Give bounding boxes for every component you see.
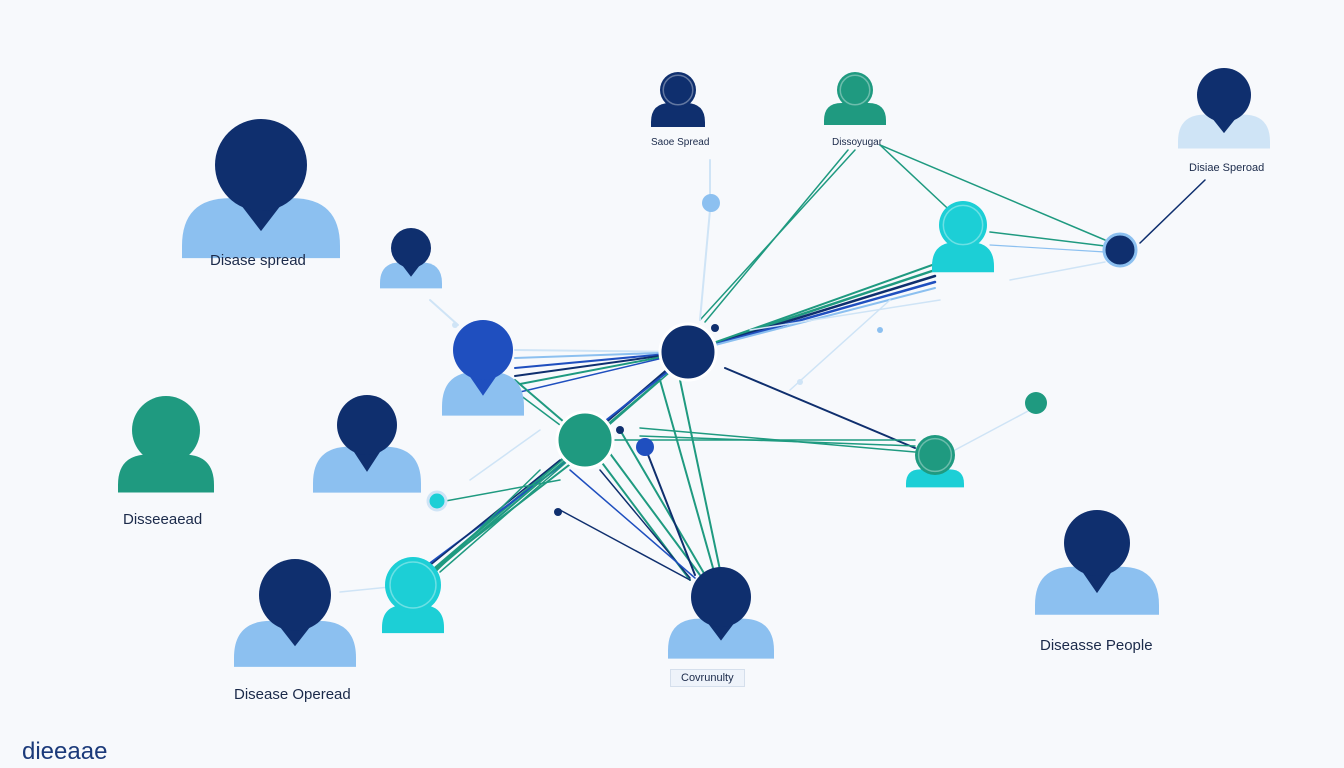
network-edge [469, 429, 541, 481]
label-top-green-person: Dissoyugar [832, 137, 883, 148]
network-edge [679, 379, 721, 571]
person-head [691, 567, 751, 627]
network-edge [989, 231, 1106, 247]
person-head [132, 396, 200, 464]
network-node-icon [426, 490, 448, 512]
person-icon [824, 72, 886, 125]
network-edge [724, 367, 916, 449]
person-shoulders [382, 605, 444, 634]
network-edge [699, 209, 711, 321]
label-right-person: Diseasse People [1040, 637, 1153, 654]
network-node-icon [1025, 392, 1047, 414]
network-node-icon [1102, 232, 1138, 268]
person-shoulders [651, 102, 705, 127]
network-node-icon [554, 508, 562, 516]
network-edge [569, 469, 696, 579]
person-head [1197, 68, 1251, 122]
network-edge [704, 149, 849, 323]
network-node-icon [797, 379, 803, 385]
person-head [337, 395, 397, 455]
person-head [453, 320, 513, 380]
network-edge [429, 379, 661, 576]
person-icon [234, 559, 356, 667]
network-node-icon [555, 410, 615, 470]
person-head-ring [662, 74, 694, 106]
person-icon [380, 228, 442, 289]
person-icon [382, 557, 444, 634]
network-edge [519, 394, 561, 426]
network-edge [639, 435, 916, 447]
person-head-ring [917, 437, 953, 473]
label-left-green-person: Disseeaead [123, 511, 203, 528]
network-edge [1009, 261, 1106, 281]
label-bottom-left-person: Disease Operead [234, 686, 351, 703]
person-icon [1035, 510, 1159, 615]
person-shoulders [824, 102, 886, 125]
person-head [215, 119, 307, 211]
network-node-icon [702, 194, 720, 212]
network-node-icon [452, 322, 458, 328]
label-top-left-person: Disase spread [210, 252, 306, 269]
network-edge [599, 439, 701, 576]
person-head [939, 201, 987, 249]
network-edge [429, 299, 459, 326]
person-icons [118, 68, 1270, 667]
corner-text: dieeaae [22, 738, 108, 765]
person-head-ring [839, 74, 871, 106]
network-node-icon [636, 438, 654, 456]
person-shoulders [932, 242, 994, 273]
person-head-ring [389, 561, 437, 609]
network-node-icon [711, 324, 719, 332]
person-head [915, 435, 955, 475]
person-head [1064, 510, 1130, 576]
person-head [391, 228, 431, 268]
network-edge [619, 429, 706, 576]
person-head [837, 72, 873, 108]
person-icon [651, 72, 705, 127]
person-icon [182, 119, 340, 259]
network-edge [439, 479, 561, 503]
network-node-icon [877, 327, 883, 333]
person-icon [1178, 68, 1270, 149]
network-nodes [426, 194, 1138, 516]
network-edge [749, 299, 941, 331]
person-shoulders [906, 469, 964, 488]
network-edge [559, 509, 691, 581]
person-icon [906, 435, 964, 488]
label-top-small-person: Saoe Spread [651, 137, 710, 148]
person-head [385, 557, 441, 613]
label-top-right-person: Disiae Speroad [1189, 162, 1265, 174]
label-community-person: Covrunulty [670, 669, 745, 687]
network-edge [659, 379, 716, 576]
network-node-icon [616, 426, 624, 434]
network-edge [789, 299, 891, 391]
network-edge [439, 371, 671, 573]
network-edge [989, 244, 1106, 253]
person-icon [313, 395, 421, 493]
network-edge [599, 369, 671, 426]
person-head-ring [942, 204, 984, 246]
person-icon [442, 320, 524, 416]
person-head [660, 72, 696, 108]
person-icon [932, 201, 994, 273]
person-icon [118, 396, 214, 493]
network-edge [644, 446, 696, 576]
network-edge [879, 144, 1106, 241]
person-icon [668, 567, 774, 659]
network-node-icon [658, 322, 718, 382]
network-edge [417, 459, 561, 576]
network-edge [954, 409, 1031, 451]
network-edge [687, 263, 936, 353]
person-head [259, 559, 331, 631]
network-edge [1139, 179, 1206, 244]
